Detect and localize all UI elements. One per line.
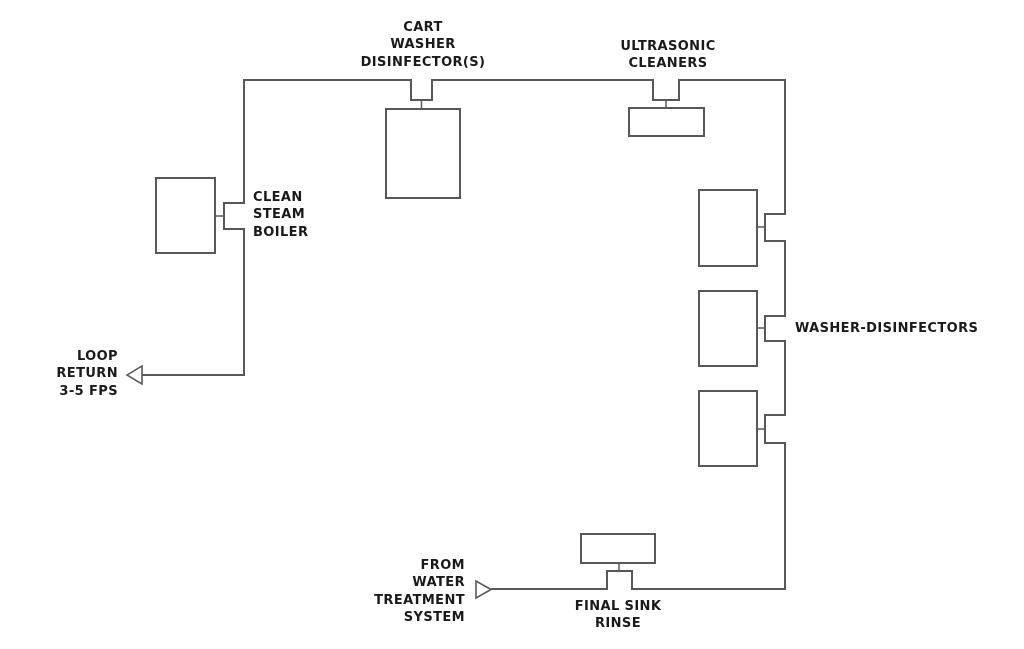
inlet-arrow-icon <box>475 579 493 600</box>
from-water-treatment-label: FROM WATER TREATMENT SYSTEM <box>374 558 465 626</box>
loop-return-label: LOOP RETURN 3-5 FPS <box>56 349 118 399</box>
cart-washer-label: CART WASHER DISINFECTOR(S) <box>360 20 486 70</box>
washer-disinfector-box-3 <box>698 390 758 467</box>
final-sink-rinse-label: FINAL SINK RINSE <box>574 599 662 632</box>
cart-washer-disinfector-box <box>385 108 461 199</box>
washer-disinfector-box-2 <box>698 290 758 367</box>
main-loop-pipe <box>142 79 786 590</box>
ultrasonic-cleaners-label: ULTRASONIC CLEANERS <box>620 39 716 72</box>
clean-steam-boiler-label: CLEAN STEAM BOILER <box>253 190 309 240</box>
loop-return-arrow-icon <box>125 364 143 386</box>
clean-steam-boiler-box <box>155 177 216 254</box>
washer-disinfectors-label: WASHER-DISINFECTORS <box>795 321 979 336</box>
ultrasonic-cleaners-box <box>628 107 705 137</box>
washer-disinfector-box-1 <box>698 189 758 267</box>
final-sink-rinse-box <box>580 533 656 564</box>
